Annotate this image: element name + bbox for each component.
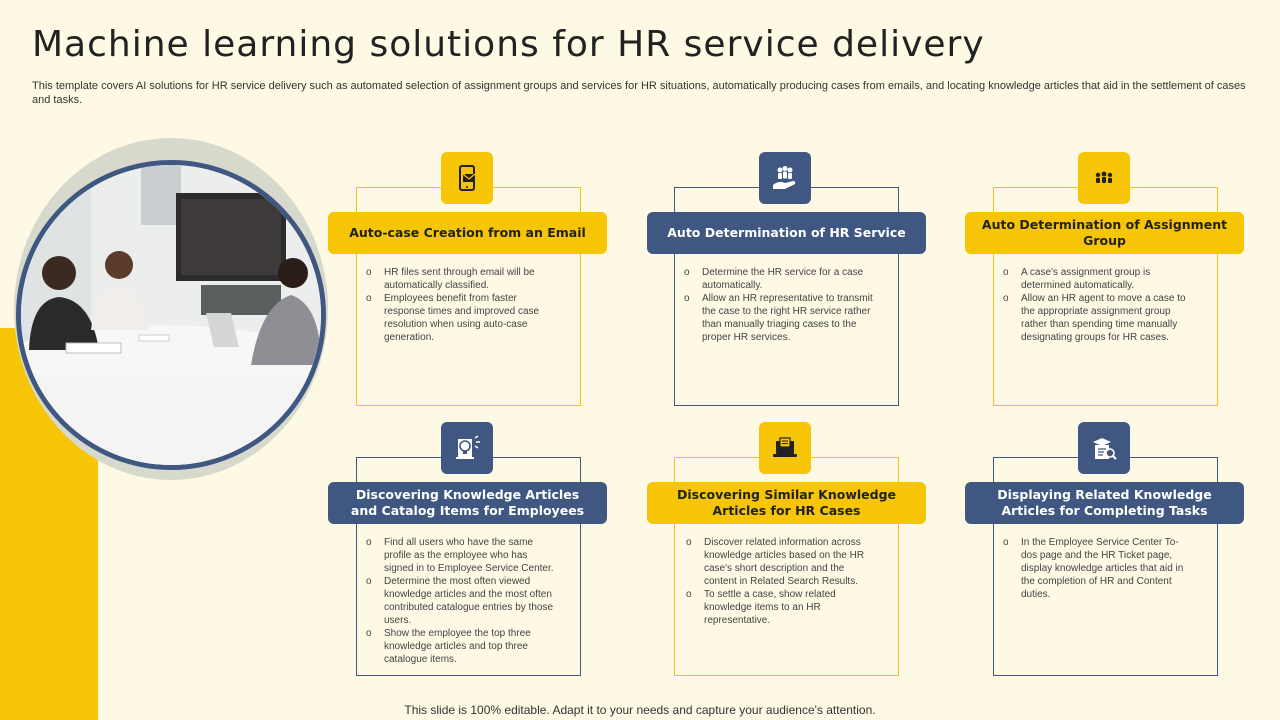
graduate-search-icon: [1093, 438, 1117, 460]
list-item: Find all users who have the same profile…: [366, 536, 556, 575]
lightbulb-book-icon: [456, 435, 480, 459]
smartphone-mail-icon: [459, 165, 476, 191]
bullet-list: In the Employee Service Center To-dos pa…: [1003, 536, 1193, 601]
card-title: Auto Determination of Assignment Group: [965, 212, 1244, 254]
icon-box: [441, 422, 493, 474]
laptop-document-icon: [773, 437, 797, 457]
icon-box: [759, 152, 811, 204]
team-group-icon: [1095, 171, 1113, 183]
icon-box: [441, 152, 493, 204]
list-item: Discover related information across know…: [686, 536, 876, 588]
list-item: HR files sent through email will be auto…: [366, 266, 556, 292]
list-item: A case's assignment group is determined …: [1003, 266, 1193, 292]
list-item: In the Employee Service Center To-dos pa…: [1003, 536, 1193, 601]
meeting-photo: [16, 160, 326, 470]
page-title: Machine learning solutions for HR servic…: [32, 24, 985, 65]
bullet-list: HR files sent through email will be auto…: [366, 266, 556, 344]
footer-note: This slide is 100% editable. Adapt it to…: [404, 703, 876, 717]
bullet-list: Find all users who have the same profile…: [366, 536, 556, 666]
list-item: Determine the HR service for a case auto…: [684, 266, 874, 292]
card-title: Auto-case Creation from an Email: [328, 212, 607, 254]
bullet-list: Discover related information across know…: [686, 536, 876, 627]
list-item: Determine the most often viewed knowledg…: [366, 575, 556, 627]
page-description: This template covers AI solutions for HR…: [32, 80, 1246, 106]
list-item: Show the employee the top three knowledg…: [366, 627, 556, 666]
icon-box: [759, 422, 811, 474]
icon-box: [1078, 152, 1130, 204]
card-title: Discovering Knowledge Articles and Catal…: [328, 482, 607, 524]
card-title: Auto Determination of HR Service: [647, 212, 926, 254]
list-item: To settle a case, show related knowledge…: [686, 588, 876, 627]
list-item: Employees benefit from faster response t…: [366, 292, 556, 344]
list-item: Allow an HR representative to transmit t…: [684, 292, 874, 344]
hand-people-icon: [773, 166, 796, 189]
icon-box: [1078, 422, 1130, 474]
bullet-list: Determine the HR service for a case auto…: [684, 266, 874, 344]
bullet-list: A case's assignment group is determined …: [1003, 266, 1193, 344]
list-item: Allow an HR agent to move a case to the …: [1003, 292, 1193, 344]
card-title: Discovering Similar Knowledge Articles f…: [647, 482, 926, 524]
card-title: Displaying Related Knowledge Articles fo…: [965, 482, 1244, 524]
